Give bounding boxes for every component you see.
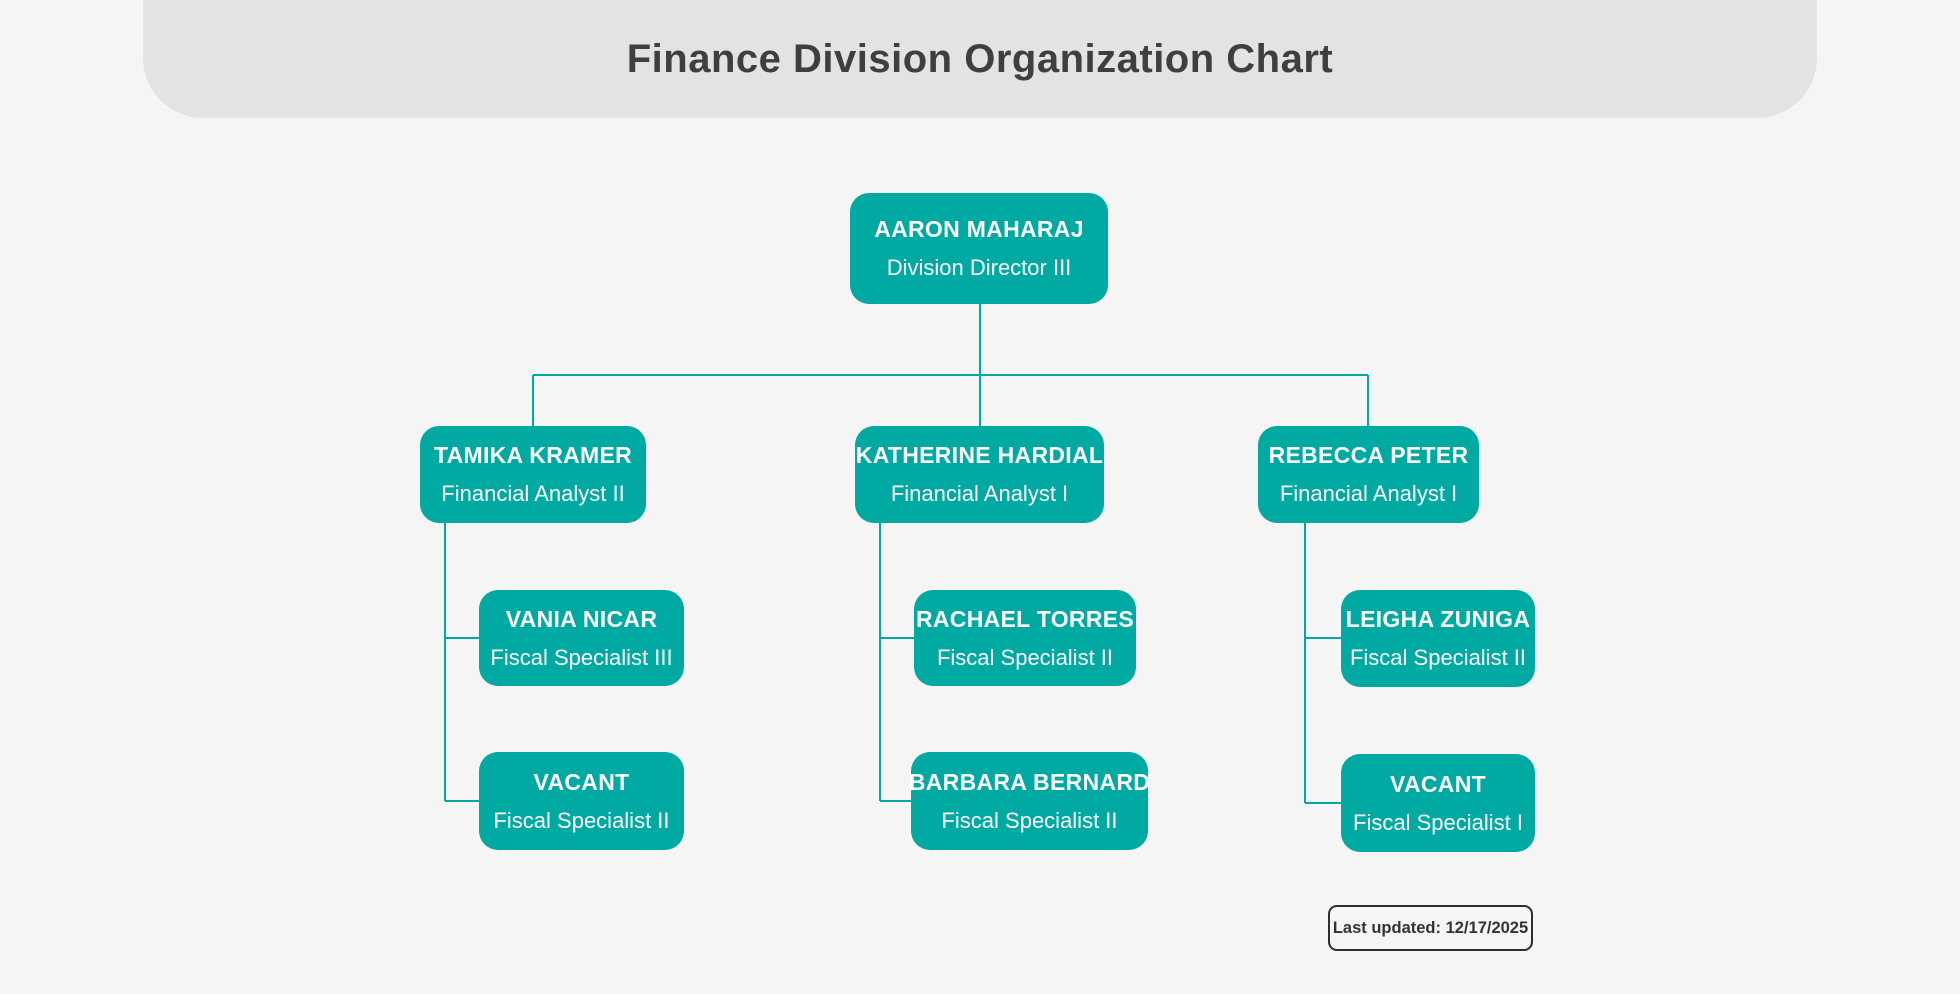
org-node-vacant-fiscal-specialist-2: VACANT Fiscal Specialist II bbox=[479, 752, 684, 850]
last-updated-text: Last updated: 12/17/2025 bbox=[1332, 918, 1529, 937]
employee-title: Financial Analyst I bbox=[1279, 481, 1458, 506]
last-updated-badge: Last updated: 12/17/2025 bbox=[1328, 905, 1533, 951]
page-title: Finance Division Organization Chart bbox=[626, 36, 1334, 81]
org-node-division-director: AARON MAHARAJ Division Director III bbox=[850, 193, 1108, 304]
connector-manager1-to-reports bbox=[444, 523, 479, 802]
employee-title: Fiscal Specialist II bbox=[936, 644, 1114, 670]
employee-name: BARBARA BERNARD bbox=[908, 768, 1151, 795]
org-node-vacant-fiscal-specialist-1: VACANT Fiscal Specialist I bbox=[1341, 754, 1535, 852]
employee-title: Financial Analyst II bbox=[441, 481, 625, 506]
employee-title: Fiscal Specialist III bbox=[490, 644, 673, 670]
employee-name: REBECCA PETER bbox=[1268, 442, 1469, 468]
connector-director-to-managers bbox=[532, 304, 1369, 426]
org-node-barbara-bernard: BARBARA BERNARD Fiscal Specialist II bbox=[908, 752, 1151, 850]
employee-title: Fiscal Specialist II bbox=[941, 807, 1118, 833]
employee-name: AARON MAHARAJ bbox=[874, 216, 1084, 242]
org-node-rebecca-peter: REBECCA PETER Financial Analyst I bbox=[1258, 426, 1479, 523]
org-node-vania-nicar: VANIA NICAR Fiscal Specialist III bbox=[479, 590, 684, 686]
connector-manager3-to-reports bbox=[1304, 523, 1341, 804]
title-banner: Finance Division Organization Chart bbox=[143, 0, 1817, 118]
employee-name: KATHERINE HARDIAL bbox=[855, 442, 1104, 468]
employee-title: Division Director III bbox=[886, 255, 1072, 280]
employee-title: Financial Analyst I bbox=[890, 481, 1069, 506]
org-node-leigha-zuniga: LEIGHA ZUNIGA Fiscal Specialist II bbox=[1341, 590, 1535, 687]
employee-title: Fiscal Specialist II bbox=[1349, 645, 1527, 670]
employee-name: VACANT bbox=[533, 768, 630, 795]
employee-name: LEIGHA ZUNIGA bbox=[1345, 606, 1531, 632]
employee-name: VACANT bbox=[1390, 770, 1486, 797]
org-node-katherine-hardial: KATHERINE HARDIAL Financial Analyst I bbox=[855, 426, 1104, 523]
connector-manager2-to-reports bbox=[879, 523, 914, 802]
employee-name: TAMIKA KRAMER bbox=[433, 442, 633, 468]
org-node-rachael-torres: RACHAEL TORRES Fiscal Specialist II bbox=[914, 590, 1136, 686]
employee-title: Fiscal Specialist II bbox=[493, 807, 670, 833]
employee-name: RACHAEL TORRES bbox=[915, 605, 1135, 632]
employee-title: Fiscal Specialist I bbox=[1353, 809, 1523, 835]
org-node-tamika-kramer: TAMIKA KRAMER Financial Analyst II bbox=[420, 426, 646, 523]
employee-name: VANIA NICAR bbox=[505, 605, 658, 632]
